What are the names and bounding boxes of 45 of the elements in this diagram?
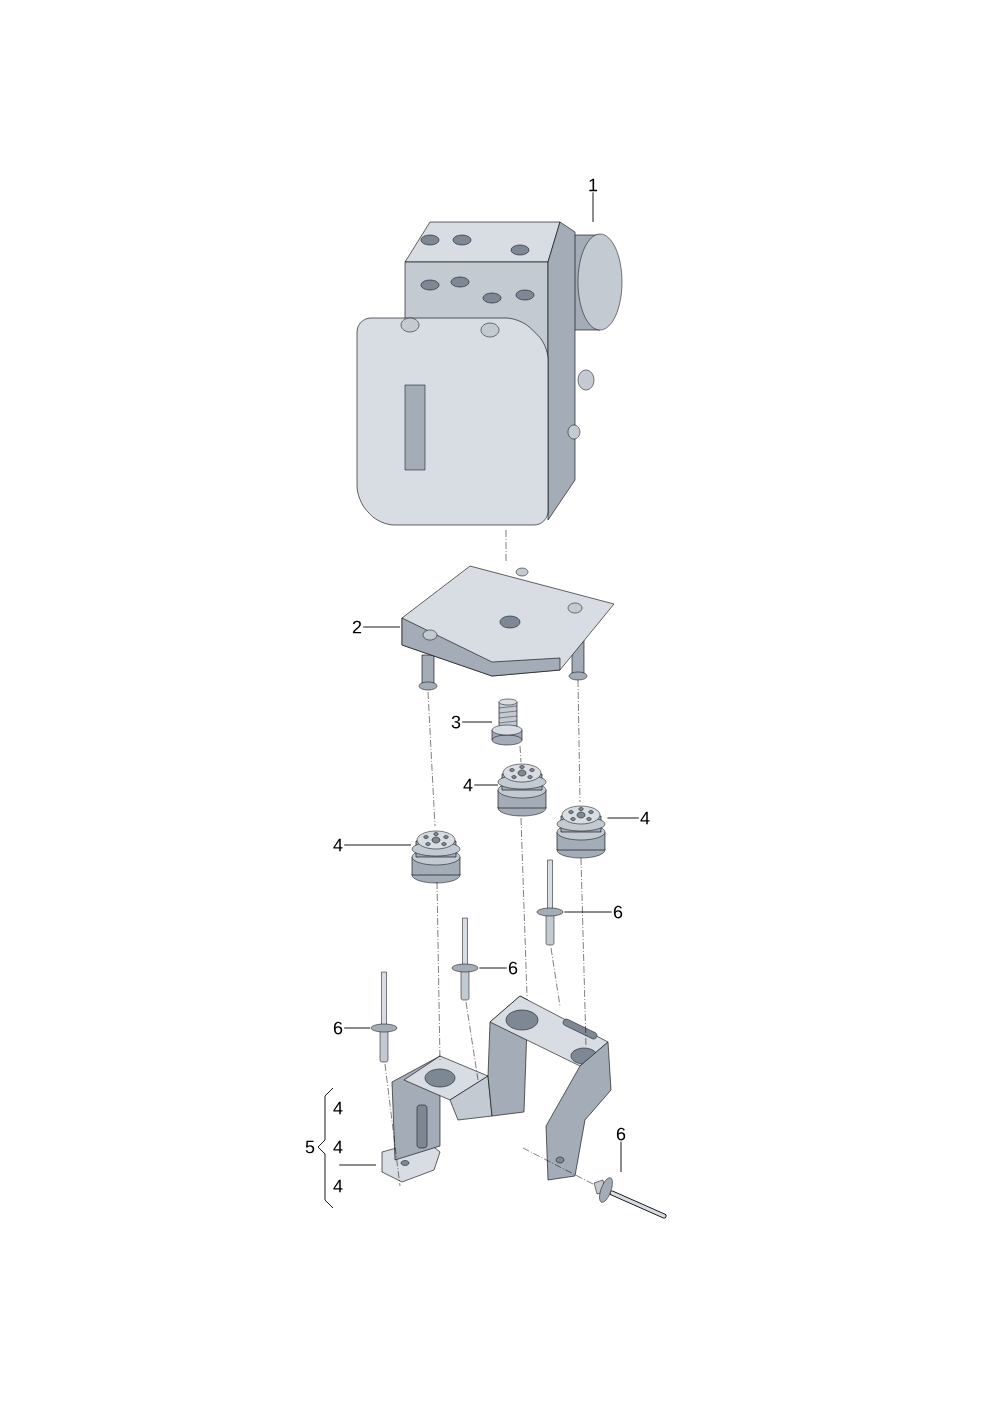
- leader-line: [461, 721, 493, 723]
- callout-number: 4: [333, 1179, 343, 1193]
- leader-line: [592, 191, 594, 223]
- assembly-line: [520, 817, 528, 997]
- leader-line: [343, 844, 412, 846]
- callout-number: 4: [463, 778, 473, 792]
- assembly-line: [580, 857, 587, 1047]
- leader-line: [343, 1027, 371, 1029]
- grommet-drawing: [497, 763, 547, 817]
- bracket-drawing: [381, 995, 612, 1183]
- leader-line: [362, 626, 401, 628]
- leader-line: [473, 784, 499, 786]
- pin-drawing: [593, 1177, 667, 1219]
- pin-drawing: [536, 859, 564, 946]
- leader-line: [478, 967, 508, 969]
- leader-line: [338, 1164, 377, 1166]
- callout-number: 1: [589, 178, 598, 192]
- callout-number: 4: [333, 1140, 343, 1154]
- callout-number: 2: [352, 620, 362, 634]
- leader-line: [606, 817, 640, 819]
- callout-number: 6: [616, 1127, 626, 1141]
- callout-number: 4: [640, 811, 650, 825]
- callout-number: 3: [451, 715, 461, 729]
- callout-number: 4: [333, 1101, 343, 1115]
- assembly-line: [384, 1063, 401, 1187]
- callout-number: 4: [333, 838, 343, 852]
- callout-number: 6: [613, 905, 623, 919]
- leader-line: [563, 911, 613, 913]
- bolt-drawing: [491, 698, 523, 746]
- callout-number: 6: [508, 961, 518, 975]
- assembly-line: [505, 529, 507, 563]
- abs-unit-drawing: [356, 221, 623, 526]
- pin-drawing: [451, 917, 479, 1001]
- assembly-line: [522, 1147, 594, 1185]
- grommet-drawing: [411, 830, 461, 884]
- callout-number: 5: [305, 1140, 315, 1154]
- leader-line: [620, 1141, 622, 1173]
- assembly-line: [465, 1001, 479, 1081]
- pin-drawing: [370, 971, 398, 1063]
- assembly-line: [519, 745, 522, 763]
- assembly-line: [550, 947, 561, 1007]
- grommet-drawing: [556, 805, 606, 859]
- callout-number: 6: [333, 1021, 343, 1035]
- mounting-plate-drawing: [401, 565, 615, 691]
- assembly-line: [436, 881, 441, 1063]
